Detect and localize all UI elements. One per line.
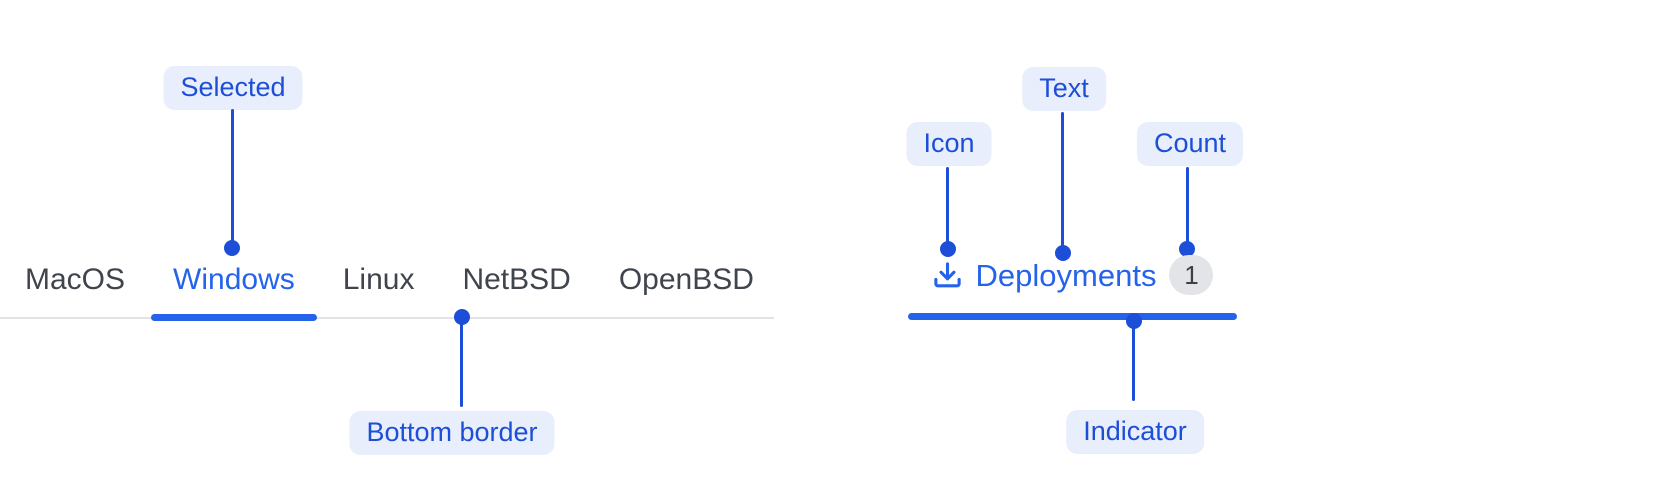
tab-bar: MacOS Windows Linux NetBSD OpenBSD (0, 262, 774, 321)
tab-openbsd[interactable]: OpenBSD (595, 262, 778, 317)
tab-linux-label: Linux (342, 263, 415, 296)
download-icon (933, 261, 961, 287)
selected-callout-label: Selected (163, 66, 303, 110)
indicator-callout-line (1132, 323, 1135, 401)
count-callout-line (1186, 167, 1189, 243)
tab-macos-label: MacOS (25, 263, 126, 296)
bottom-border-callout-label: Bottom border (349, 411, 555, 455)
deployments-tab-indicator (908, 313, 1237, 320)
selected-callout-dot (224, 240, 240, 256)
tab-openbsd-label: OpenBSD (618, 263, 754, 296)
icon-callout-line (946, 167, 949, 243)
icon-callout-label: Icon (906, 122, 992, 166)
bottom-border-callout-line (460, 319, 463, 407)
tab-windows[interactable]: Windows (149, 262, 319, 321)
tab-netbsd-label: NetBSD (462, 263, 571, 296)
selected-callout-line (231, 109, 234, 242)
indicator-callout-label: Indicator (1066, 410, 1204, 454)
tab-deployments-label: Deployments (975, 257, 1157, 293)
count-callout-dot (1179, 241, 1195, 257)
text-callout-line (1061, 112, 1064, 247)
tab-deployments-count-badge: 1 (1169, 255, 1214, 295)
bottom-border-callout-dot (454, 309, 470, 325)
count-callout-label: Count (1136, 122, 1244, 166)
text-callout-label: Text (1022, 67, 1106, 111)
selected-tab-indicator (151, 314, 317, 321)
tab-deployments[interactable]: Deployments 1 (908, 248, 1237, 302)
icon-callout-dot (940, 241, 956, 257)
text-callout-dot (1055, 245, 1071, 261)
tab-linux[interactable]: Linux (319, 262, 439, 317)
tab-netbsd[interactable]: NetBSD (438, 262, 594, 317)
tab-macos[interactable]: MacOS (0, 262, 149, 317)
tab-windows-label: Windows (173, 263, 295, 296)
indicator-callout-dot (1126, 313, 1142, 329)
